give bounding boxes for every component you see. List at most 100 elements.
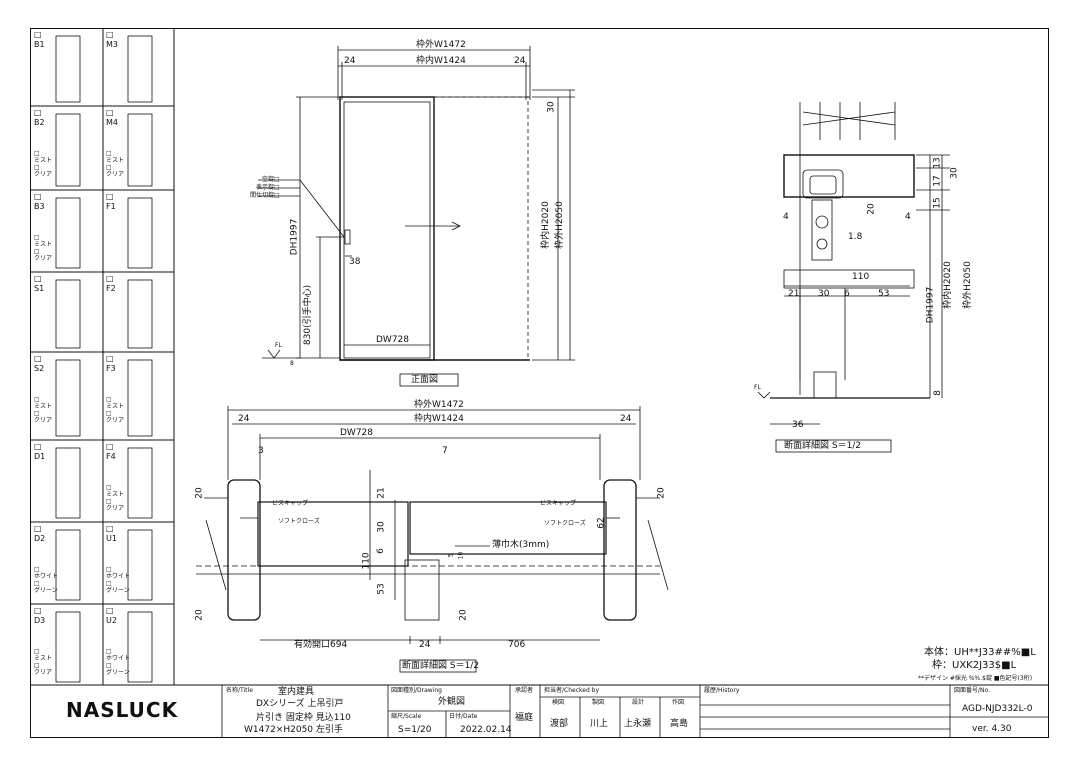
- history-label: 履歴/History: [704, 687, 740, 694]
- section-dim-53: 53: [878, 289, 890, 299]
- catalog-option-label: クリア: [34, 669, 53, 676]
- catalog-option: □ミスト: [34, 150, 53, 164]
- catalog-door-thumb: [127, 359, 153, 437]
- catalog-code-label: F2: [106, 284, 116, 293]
- section-dim-110: 110: [852, 272, 870, 282]
- front-note-3: 間仕切錠□: [250, 192, 280, 199]
- date-label: 日付/Date: [449, 713, 478, 720]
- title-line-1: 室内建具: [278, 687, 315, 697]
- catalog-code-label: F3: [106, 364, 116, 373]
- catalog-option: □ミスト: [106, 150, 125, 164]
- catalog-option-label: クリア: [34, 255, 53, 262]
- approver-name: 福庭: [515, 713, 534, 723]
- plan-section-view: [196, 406, 669, 673]
- catalog-option-label: クリア: [34, 417, 53, 424]
- check-head-1: 検図: [552, 699, 565, 706]
- catalog-door-thumb: [55, 279, 81, 349]
- front-handle-height: 830(引手中心): [303, 284, 314, 346]
- checker-4: 高島: [670, 719, 689, 729]
- catalog-option: □クリア: [34, 164, 53, 178]
- checker-2: 川上: [590, 719, 609, 729]
- catalog-option: □クリア: [106, 410, 125, 424]
- front-dim-8: 8: [290, 360, 294, 367]
- catalog-door-thumb: [55, 113, 81, 187]
- plan-inner-width: 枠内W1424: [414, 414, 464, 424]
- catalog-door-thumb: [55, 611, 81, 683]
- catalog-option: □ミスト: [106, 484, 125, 498]
- scale-value: S=1/20: [398, 725, 432, 735]
- section-dim-17: 17: [932, 175, 943, 187]
- catalog-option-label: クリア: [34, 171, 53, 178]
- catalog-door-thumb: [55, 359, 81, 437]
- plan-dim-24a: 24: [238, 414, 250, 424]
- section-dim-4b: 4: [905, 212, 911, 222]
- catalog-code-d3: □D3: [34, 606, 46, 625]
- catalog-code-d2: □D2: [34, 524, 46, 543]
- front-dim-24a: 24: [344, 56, 356, 66]
- plan-dim-3: 3: [258, 446, 264, 456]
- catalog-code-b2: □B2: [34, 108, 45, 127]
- front-view: [258, 46, 575, 387]
- catalog-code-b1: □B1: [34, 30, 45, 49]
- scale-label: 縮尺/Scale: [391, 713, 422, 720]
- catalog-option: □クリア: [34, 662, 53, 676]
- catalog-code-label: F4: [106, 452, 116, 461]
- section-floor-level: FL: [754, 384, 761, 391]
- catalog-option-label: ミスト: [106, 491, 125, 498]
- catalog-option-label: グリーン: [106, 669, 130, 676]
- catalog-code-label: M4: [106, 118, 118, 127]
- title-label: 名称/Title: [226, 687, 253, 694]
- check-head-2: 製図: [592, 699, 605, 706]
- catalog-code-f1: □F1: [106, 192, 116, 211]
- catalog-option: □グリーン: [34, 580, 58, 594]
- section-dim-4a: 4: [783, 212, 789, 222]
- section-dim-13: 13: [932, 157, 943, 169]
- title-line-4: W1472×H2050 左引手: [244, 725, 343, 735]
- front-outer-height: 枠外H2050: [554, 201, 565, 249]
- drawing-type-label: 図面種別/Drawing: [391, 687, 442, 694]
- catalog-option-label: グリーン: [106, 587, 130, 594]
- catalog-code-u1: □U1: [106, 524, 117, 543]
- title-line-2: DXシリーズ 上吊引戸: [256, 699, 344, 709]
- catalog-door-thumb: [127, 529, 153, 601]
- front-door-height: DH1997: [289, 218, 300, 256]
- plan-soft-close-right: ソフトクローズ: [544, 520, 586, 527]
- plan-dim-21: 21: [376, 487, 387, 499]
- catalog-option-label: ホワイト: [34, 573, 59, 580]
- section-dim-6: 6: [844, 289, 850, 299]
- catalog-door-thumb: [127, 279, 153, 349]
- plan-dim-62: 62: [596, 517, 607, 529]
- plan-dim-30: 30: [376, 521, 387, 533]
- plan-screw-cap-left: ビスキャップ: [272, 500, 309, 507]
- checker-3: 上永瀬: [624, 719, 652, 729]
- front-note-1: 空錠□: [262, 176, 280, 183]
- spec-note: **デザイン #採光 %%.$錠 ■色記号(3桁): [918, 675, 1033, 682]
- plan-dim-20d: 20: [458, 609, 469, 621]
- front-outer-width: 枠外W1472: [416, 40, 466, 50]
- plan-dim-20a: 20: [194, 487, 205, 499]
- section-dim-36: 36: [792, 420, 804, 430]
- catalog-option-label: ミスト: [106, 157, 125, 164]
- section-dim-1-8: 1.8: [848, 232, 863, 242]
- catalog-code-label: U2: [106, 616, 117, 625]
- section-outer-height: 枠外H2050: [962, 261, 973, 309]
- plan-caption: 断面詳細図 S＝1/2: [402, 661, 480, 671]
- catalog-code-label: D3: [34, 616, 46, 625]
- plan-screw-cap-right: ビスキャップ: [540, 500, 577, 507]
- plan-dim-7: 7: [442, 446, 448, 456]
- plan-dim-20b: 20: [656, 487, 667, 499]
- section-inner-height: 枠内H2020: [942, 261, 953, 309]
- spec-body: 本体：UH**J33##%■L: [924, 647, 1036, 658]
- plan-dim-110: 110: [361, 552, 372, 570]
- plan-dim-24b: 24: [620, 414, 632, 424]
- front-inner-height: 枠内H2020: [540, 201, 551, 249]
- drawing-type: 外観図: [438, 697, 466, 707]
- title-block-grid: [221, 685, 1049, 738]
- section-dim-30b: 30: [818, 289, 830, 299]
- plan-door-width: DW728: [340, 428, 374, 438]
- catalog-option-label: クリア: [106, 505, 125, 512]
- date-value: 2022.02.14: [460, 725, 512, 735]
- plan-outer-width: 枠外W1472: [414, 400, 464, 410]
- catalog-code-s2: □S2: [34, 354, 45, 373]
